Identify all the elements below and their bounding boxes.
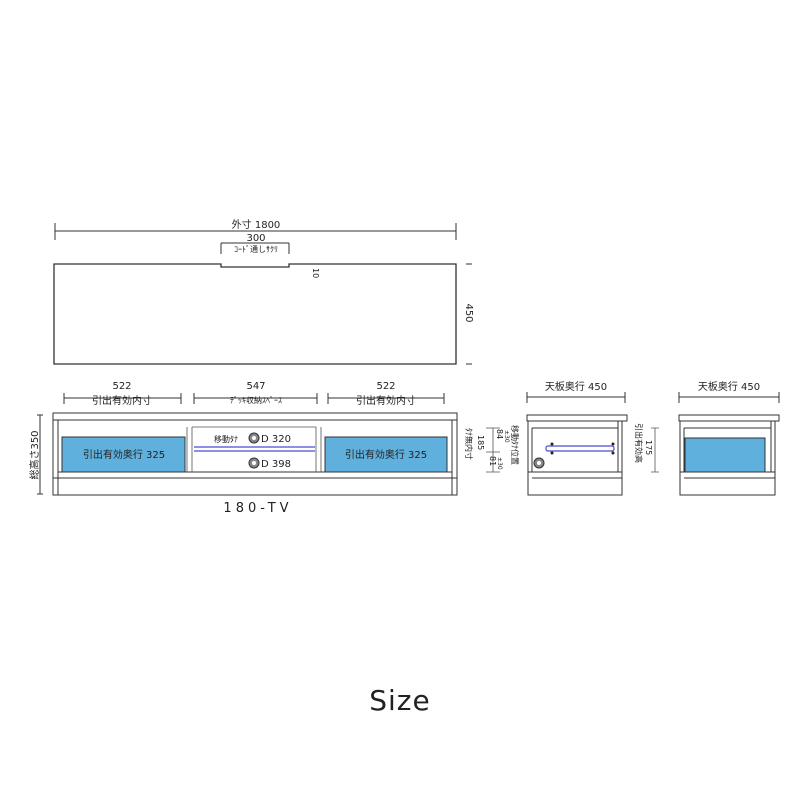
inner-height: 185 bbox=[476, 435, 485, 450]
notch-label: ｺｰﾄﾞ通しｻｸﾘ bbox=[234, 244, 278, 254]
lower-height: 81 bbox=[488, 456, 497, 466]
left-label: 引出有効内寸 bbox=[92, 394, 152, 407]
tolerance-2: ±30 bbox=[503, 430, 510, 443]
inner-label: ﾀﾅ無内寸 bbox=[464, 428, 474, 460]
wire-hole-icon bbox=[248, 457, 260, 469]
size-caption: Size bbox=[369, 684, 431, 717]
left-drawer-label: 引出有効奥行 325 bbox=[83, 448, 165, 461]
shelf-position-label: 移動ﾀﾅ位置 bbox=[510, 425, 520, 465]
left-drawer bbox=[61, 436, 186, 473]
right-width: 522 bbox=[376, 381, 395, 392]
bottom-depth: D 398 bbox=[261, 459, 291, 470]
right-drawer-label: 引出有効奥行 325 bbox=[345, 448, 427, 461]
right-drawer bbox=[324, 436, 448, 473]
shelf-depth: D 320 bbox=[261, 434, 291, 445]
notch-depth-label: 10 bbox=[311, 268, 320, 278]
right-label: 引出有効内寸 bbox=[356, 394, 416, 407]
center-depth-label: 天板奥行 450 bbox=[545, 380, 607, 393]
drawer-depth-label: 天板奥行 450 bbox=[698, 380, 760, 393]
side-view-center: 天板奥行 450 ﾀﾅ無内寸 185 81 84 ±30 ±30 移動ﾀﾅ位置 bbox=[464, 380, 628, 496]
wire-hole-icon bbox=[533, 457, 545, 469]
top-view: 外寸 1800 300 ｺｰﾄﾞ通しｻｸﾘ 10 450 bbox=[53, 218, 474, 365]
wire-hole-icon bbox=[248, 432, 260, 444]
left-width: 522 bbox=[112, 381, 131, 392]
depth-label: 450 bbox=[463, 303, 474, 322]
front-view: 522 引出有効内寸 547 ﾃﾞｯｷ収納ｽﾍﾟｰｽ 522 引出有効内寸 総高… bbox=[28, 381, 458, 516]
center-label: ﾃﾞｯｷ収納ｽﾍﾟｰｽ bbox=[230, 395, 282, 405]
upper-height: 84 bbox=[495, 429, 504, 439]
drawer-box bbox=[684, 437, 766, 473]
outer-width-label: 外寸 1800 bbox=[232, 218, 281, 231]
center-width: 547 bbox=[246, 381, 265, 392]
side-view-drawer: 天板奥行 450 引出有効高 175 bbox=[634, 380, 780, 496]
drawer-height: 175 bbox=[644, 440, 653, 455]
notch-width-label: 300 bbox=[246, 233, 265, 244]
shelf-label: 移動ﾀﾅ bbox=[214, 434, 238, 444]
tolerance-1: ±30 bbox=[496, 457, 503, 470]
model-label: 180-TV bbox=[223, 501, 292, 516]
height-label: 総高さ350 bbox=[28, 430, 41, 479]
drawer-height-label: 引出有効高 bbox=[634, 423, 644, 463]
